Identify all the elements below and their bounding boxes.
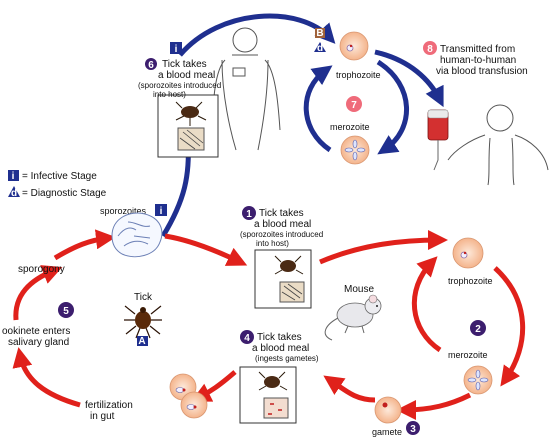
step-6-title-2: a blood meal [158, 70, 215, 81]
svg-text:A: A [138, 336, 145, 347]
svg-text:B: B [316, 28, 323, 39]
arrow-sporogony-to-sporozoites [53, 229, 116, 261]
step-8-number: 8 [427, 44, 433, 55]
step-6-sub-2: into host) [153, 90, 186, 99]
mouse-label: Mouse [344, 284, 374, 295]
svg-text:i: i [12, 171, 15, 182]
ookinete-line-1: ookinete enters [2, 326, 70, 337]
arrow-fertilization-to-ookinete [12, 347, 81, 408]
trophozoite-cell-human [339, 31, 369, 61]
svg-text:d: d [317, 43, 323, 54]
step-4-title-1: Tick takes [257, 332, 302, 343]
step-8-marker [423, 41, 437, 55]
human-figure-right [447, 104, 549, 186]
step-6-title-1: Tick takes [162, 59, 207, 70]
trophozoite-cell-mouse [452, 237, 484, 269]
diagnostic-badge-human: d [314, 42, 326, 54]
merozoite-label-mouse: merozoite [448, 350, 488, 360]
step-8-line-1: Transmitted from [440, 44, 515, 55]
sporogony-label: sporogony [18, 264, 65, 275]
legend-infective-text: = Infective Stage [22, 171, 97, 182]
step-6-sub-1: (sporozoites introduced [138, 81, 221, 90]
tick-icon [124, 305, 162, 339]
step-5-number: 5 [63, 306, 69, 317]
trophozoite-label-human: trophozoite [336, 70, 381, 80]
step-1-title-1: Tick takes [259, 208, 304, 219]
fertilization-cell-bottom [180, 391, 208, 419]
step-4-sub-1: (ingests gametes) [255, 354, 319, 363]
trophozoite-label-mouse: trophozoite [448, 276, 493, 286]
svg-text:d: d [11, 188, 17, 199]
arrow-bite-to-trophozoite [178, 13, 336, 57]
step4-bite-box [239, 366, 297, 424]
ookinete-line-2: salivary gland [8, 337, 69, 348]
step-7-number: 7 [351, 100, 357, 111]
step-6-number: 6 [148, 60, 154, 71]
sporozoites-gland [111, 212, 163, 258]
fertilization-line-1: fertilization [85, 400, 133, 411]
badge-A: A [137, 336, 148, 347]
arrow-step1-to-mouse-troph [319, 230, 448, 265]
arrow-troph-to-mero-human [376, 59, 409, 155]
sporozoites-label: sporozoites [100, 206, 147, 216]
arrow-ookinete-to-sporogony [13, 265, 63, 321]
legend-diagnostic-text: = Diagnostic Stage [22, 188, 107, 199]
step-1-sub-2: into host) [256, 239, 289, 248]
arrow-sporozoites-to-step1 [164, 233, 248, 266]
merozoite-cell-human [340, 135, 370, 165]
step-1-marker [242, 206, 256, 220]
blood-bag-icon [427, 109, 449, 171]
infective-badge-sporozoites: i [155, 204, 167, 217]
step1-bite-box [254, 249, 312, 309]
step-1-sub-1: (sporozoites introduced [240, 230, 323, 239]
step-4-marker [240, 330, 254, 344]
merozoite-label-human: merozoite [330, 122, 370, 132]
badge-B: B [315, 28, 325, 39]
mouse-figure [324, 294, 382, 341]
step-4-title-2: a blood meal [252, 343, 309, 354]
step-4-number: 4 [244, 333, 250, 344]
infective-badge-step6: i [170, 42, 182, 55]
step-6-marker [145, 58, 157, 70]
arrow-mero-to-gamete [396, 392, 472, 420]
arrow-to-transfusion [374, 49, 444, 108]
arrow-mouse-mero-to-troph [411, 256, 442, 353]
arrow-gamete-to-step4 [323, 375, 376, 403]
step-2-number: 2 [475, 324, 481, 335]
merozoite-cell-mouse [463, 365, 493, 395]
step-5-marker [58, 302, 74, 318]
legend-infective-icon [8, 170, 19, 181]
step-3-number: 3 [410, 424, 416, 435]
svg-text:i: i [160, 206, 163, 217]
step-3-marker [406, 421, 420, 435]
step-8-line-2: human-to-human [440, 55, 516, 66]
arrow-step4-to-fertilization [190, 370, 237, 402]
human-bite-box [157, 94, 219, 158]
tick-label: Tick [134, 292, 153, 303]
step-8-line-3: via blood transfusion [436, 66, 528, 77]
svg-text:i: i [175, 44, 178, 55]
legend-diagnostic-icon [8, 186, 20, 197]
step-1-title-2: a blood meal [254, 219, 311, 230]
arrow-mero-to-troph-human [303, 65, 333, 153]
gamete-label: gamete [372, 427, 402, 437]
arrow-mouse-troph-to-mero [493, 266, 526, 387]
fertilization-line-2: in gut [90, 411, 115, 422]
step-1-number: 1 [246, 209, 252, 220]
step-2-marker [470, 320, 486, 336]
legend: i = Infective Stage d = Diagnostic Stage [8, 170, 107, 199]
gamete-cell [374, 396, 402, 424]
step-7-marker [346, 96, 362, 112]
human-figure-left [211, 27, 281, 151]
